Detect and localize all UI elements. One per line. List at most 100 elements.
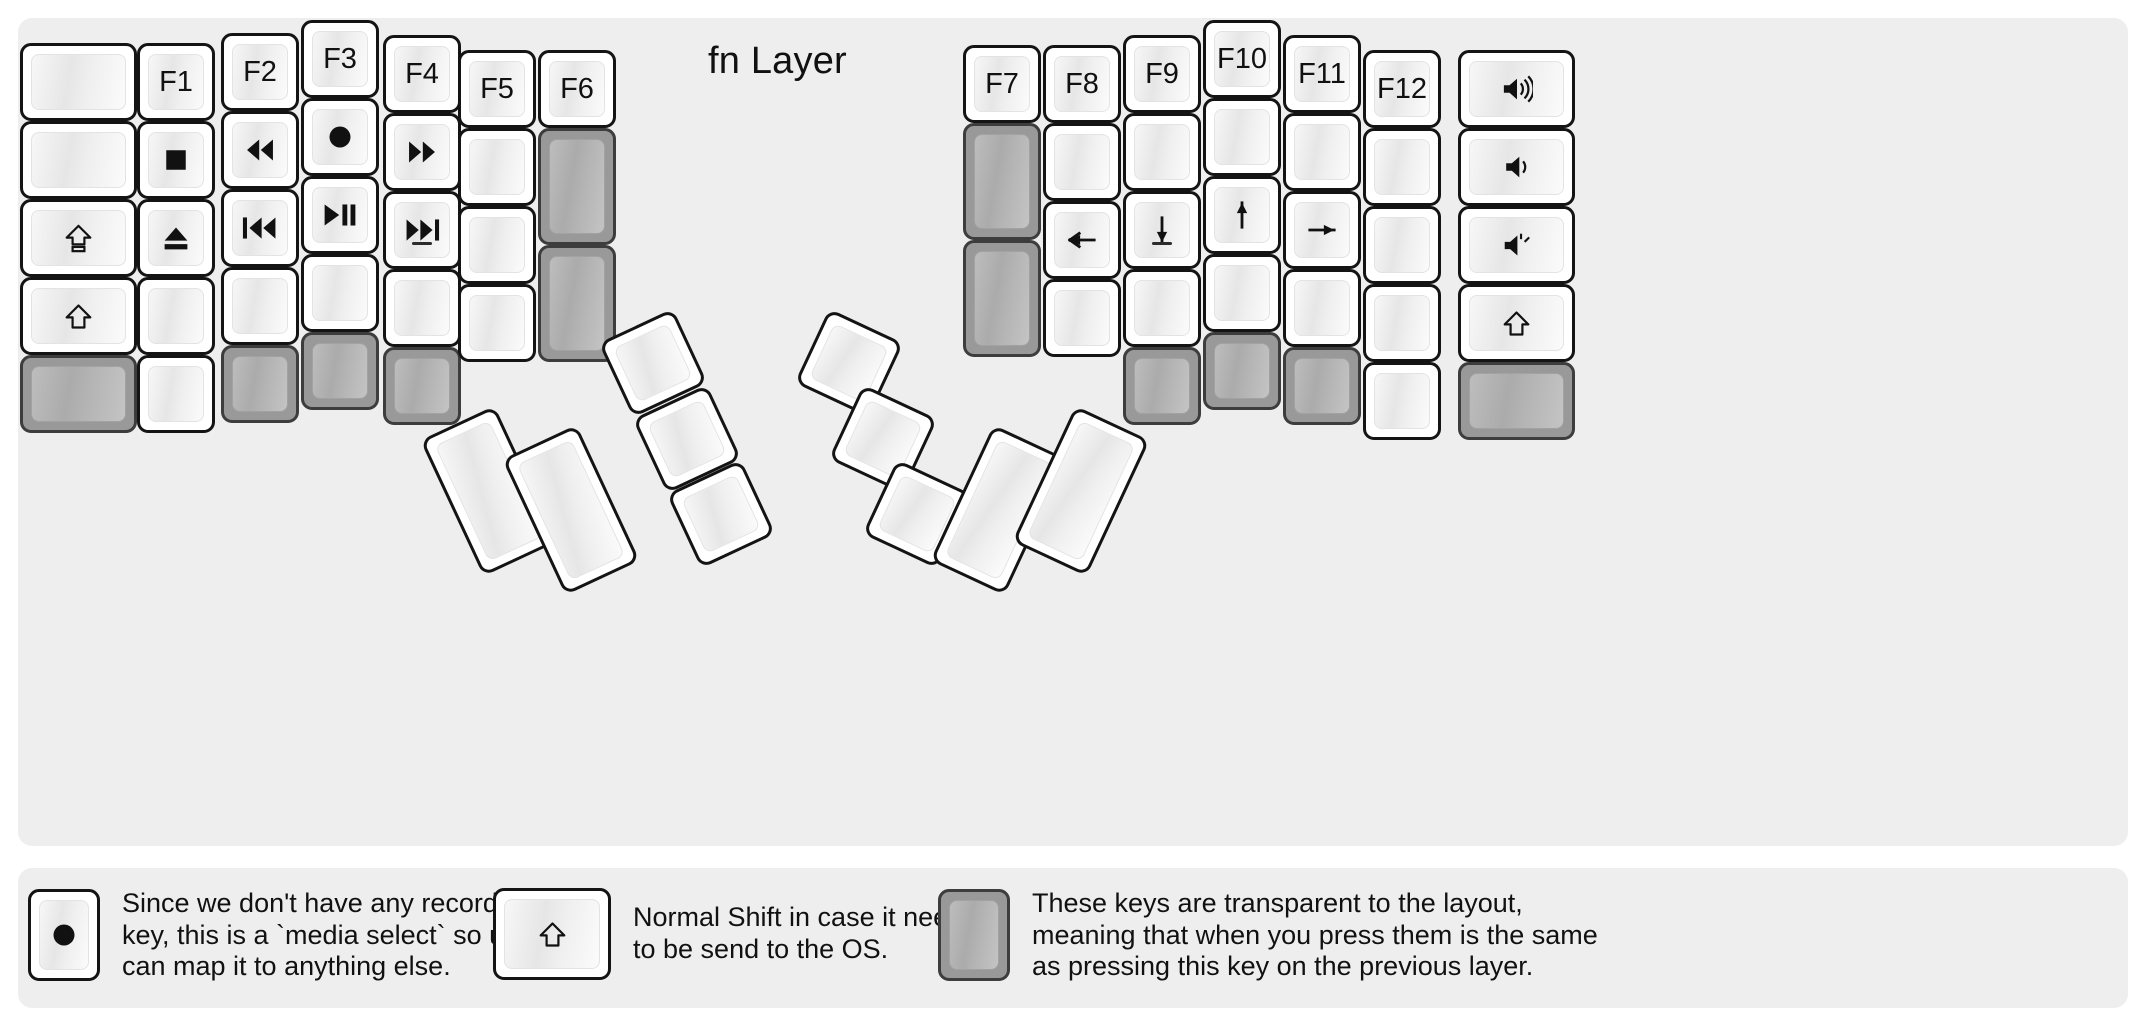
keycap-surface [949,900,999,971]
keycap-surface [1374,139,1430,195]
col-f4-key-1[interactable] [383,113,461,191]
volume-down-icon [1503,152,1530,182]
col-f1-key-0[interactable]: F1 [137,43,215,121]
col-f8-key-3[interactable] [1043,279,1121,357]
key-label: F9 [1145,57,1179,90]
col-f9-key-0[interactable]: F9 [1123,35,1201,113]
col-f2-key-3[interactable] [221,267,299,345]
col-f12-key-1[interactable] [1363,128,1441,206]
key-label: F6 [560,72,594,105]
page-title: fn Layer [708,40,847,82]
keycap-surface [148,288,204,344]
col-f5-key-0[interactable]: F5 [458,50,536,128]
col-f4-key-3[interactable] [383,269,461,347]
col-f5-key-1[interactable] [458,128,536,206]
col-outer-right-key-1[interactable] [1458,128,1575,206]
col-f10-key-1[interactable] [1203,98,1281,176]
key-label: F4 [405,57,439,90]
col-f12-key-4[interactable] [1363,362,1441,440]
col-f3-key-0[interactable]: F3 [301,20,379,98]
col-outer-left-key-4[interactable] [20,355,137,433]
col-f2-key-2[interactable] [221,189,299,267]
col-outer-right-key-2[interactable] [1458,206,1575,284]
col-f11-key-0[interactable]: F11 [1283,35,1361,113]
col-f9-key-1[interactable] [1123,113,1201,191]
col-outer-right-key-0[interactable] [1458,50,1575,128]
col-f7-key-2[interactable] [963,240,1041,357]
col-f10-key-4[interactable] [1203,332,1281,410]
col-outer-left-key-0[interactable] [20,43,137,121]
col-outer-left-key-1[interactable] [20,121,137,199]
col-f7-key-1[interactable] [963,123,1041,240]
keycap-surface [232,122,288,178]
legend-text: Since we don't have any recording key, t… [122,888,542,982]
col-f5-key-3[interactable] [458,284,536,362]
col-f12-key-3[interactable] [1363,284,1441,362]
col-f9-key-4[interactable] [1123,347,1201,425]
keycap-surface [469,217,525,273]
col-f2-key-0[interactable]: F2 [221,33,299,111]
keycap-surface [312,109,368,165]
keycap-surface [31,54,126,110]
col-f1-key-1[interactable] [137,121,215,199]
col-f1-key-3[interactable] [137,277,215,355]
col-f11-key-1[interactable] [1283,113,1361,191]
media-record-icon [326,123,354,151]
keycap-surface [1134,358,1190,414]
col-f7-key-0[interactable]: F7 [963,45,1041,123]
col-outer-left-key-2[interactable] [20,199,137,277]
col-outer-right-key-4[interactable] [1458,362,1575,440]
col-f6-key-0[interactable]: F6 [538,50,616,128]
col-f5-key-2[interactable] [458,206,536,284]
legend-item-2: Normal Shift in case it needs to be send… [493,888,977,980]
legend-key-3[interactable] [938,889,1010,982]
col-f8-key-0[interactable]: F8 [1043,45,1121,123]
shift-icon [539,921,566,948]
col-outer-right-key-3[interactable] [1458,284,1575,362]
col-f1-key-4[interactable] [137,355,215,433]
col-f4-key-4[interactable] [383,347,461,425]
col-f4-key-0[interactable]: F4 [383,35,461,113]
col-f10-key-0[interactable]: F10 [1203,20,1281,98]
col-f6-key-1[interactable] [538,128,616,245]
legend-key-1[interactable] [28,889,100,982]
col-f12-key-2[interactable] [1363,206,1441,284]
keycap-surface: F7 [974,56,1030,112]
col-f9-key-2[interactable] [1123,191,1201,269]
col-outer-left-key-3[interactable] [20,277,137,355]
keycap-surface [974,134,1030,229]
col-f3-key-2[interactable] [301,176,379,254]
key-label: F8 [1065,67,1099,100]
media-play-pause-icon [323,202,357,228]
col-f11-key-2[interactable] [1283,191,1361,269]
col-f9-key-3[interactable] [1123,269,1201,347]
col-f11-key-3[interactable] [1283,269,1361,347]
key-label: F10 [1217,42,1267,75]
col-f3-key-3[interactable] [301,254,379,332]
col-f11-key-4[interactable] [1283,347,1361,425]
keycap-surface [31,132,126,188]
col-f2-key-1[interactable] [221,111,299,189]
col-f1-key-2[interactable] [137,199,215,277]
media-eject-icon [162,224,190,252]
media-next-icon [404,217,440,243]
col-f8-key-1[interactable] [1043,123,1121,201]
keycap-surface: F2 [232,44,288,100]
keycap-surface [1214,109,1270,165]
col-f2-key-4[interactable] [221,345,299,423]
keycap-surface [1294,280,1350,336]
col-f3-key-4[interactable] [301,332,379,410]
keycap-surface [31,288,126,344]
col-f8-key-2[interactable] [1043,201,1121,279]
col-f4-key-2[interactable] [383,191,461,269]
col-f10-key-3[interactable] [1203,254,1281,332]
legend-key-2[interactable] [493,888,611,980]
col-f10-key-2[interactable] [1203,176,1281,254]
keycap-surface [1026,420,1136,562]
legend-item-1: Since we don't have any recording key, t… [28,888,542,983]
col-f12-key-0[interactable]: F12 [1363,50,1441,128]
col-f3-key-1[interactable] [301,98,379,176]
keycap-surface [394,280,450,336]
key-label: F2 [243,55,277,88]
